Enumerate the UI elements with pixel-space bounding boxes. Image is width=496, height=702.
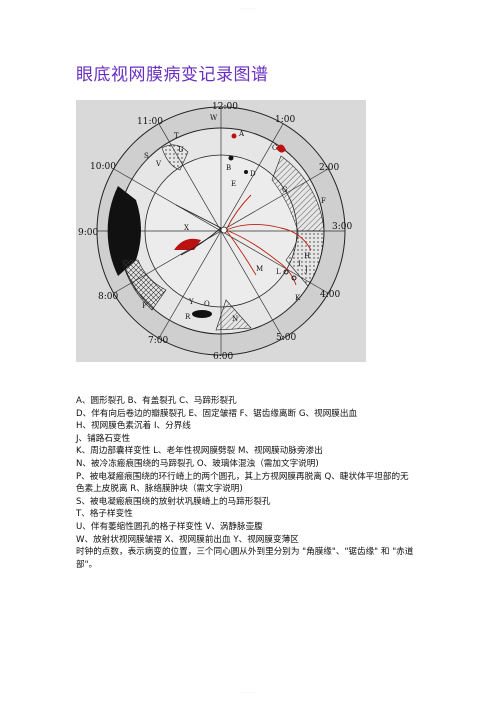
legend-line: H、视网膜色素沉着 I、分界线 <box>76 421 191 432</box>
region-letter-a: A <box>238 130 245 138</box>
region-letter-y: Y <box>188 298 194 306</box>
region-letter-g: G <box>282 186 288 194</box>
fundus-diagram: 12:00 1:00 2:00 3:00 4:00 5:00 6:00 7:00… <box>76 100 366 362</box>
region-letter-j: J <box>304 266 308 274</box>
lesion-k-cyst-1 <box>283 269 289 275</box>
legend-line: A、圆形裂孔 B、有盖裂孔 C、马蹄形裂孔 <box>76 396 237 406</box>
fundus-chart-svg: 12:00 1:00 2:00 3:00 4:00 5:00 6:00 7:00… <box>76 100 366 362</box>
clock-label-8: 8:00 <box>98 292 118 302</box>
lesion-a-hole <box>231 133 237 139</box>
lesion-n-region <box>215 299 252 331</box>
page-header-watermark: · · · · · <box>240 6 256 12</box>
region-letter-w: W <box>210 114 218 122</box>
region-letter-s: S <box>144 152 149 160</box>
clock-label-6: 6:00 <box>213 352 233 362</box>
clock-label-9: 9:00 <box>78 228 98 238</box>
legend-line: N、被冷冻瘢痕围绕的马蹄裂孔 O、玻璃体混浊（需加文字说明) <box>76 458 319 469</box>
lesion-b-hole <box>228 155 234 161</box>
region-letter-p: P <box>142 302 147 310</box>
region-letter-i: I <box>298 260 301 268</box>
region-letter-k: K <box>295 294 301 302</box>
region-letter-o: O <box>204 300 210 308</box>
region-letter-x: X <box>184 224 189 232</box>
clock-labels: 12:00 1:00 2:00 3:00 4:00 5:00 6:00 7:00… <box>78 102 352 362</box>
region-letter-m: M <box>256 265 263 273</box>
region-letter-t: T <box>174 132 179 140</box>
legend-line: U、伴有萎缩性圆孔的格子样变性 V、涡静脉壶腹 <box>76 521 263 532</box>
clock-label-3: 3:00 <box>332 222 352 232</box>
region-letter-v: V <box>155 160 162 168</box>
lesion-c-hole <box>276 144 286 153</box>
region-letter-q: Q <box>124 246 130 254</box>
region-letter-b: B <box>226 164 231 172</box>
clock-label-11: 11:00 <box>137 117 163 127</box>
legend-line: T、格子样变性 <box>76 509 133 520</box>
clock-label-12: 12:00 <box>212 102 238 112</box>
clock-label-10: 10:00 <box>90 162 116 172</box>
clock-label-4: 4:00 <box>320 290 340 300</box>
clock-label-2: 2:00 <box>319 163 339 173</box>
region-letters: W T U A C B D E F G H I J K L M N O P Q … <box>124 114 326 323</box>
legend-line: S、被电凝瘢痕围绕的放射状巩膜嵴上的马蹄形裂孔 <box>76 496 271 507</box>
legend-line: W、放射状视网膜皱褶 X、视网膜前出血 Y、视网膜变薄区 <box>76 534 299 545</box>
lesion-d-hole <box>244 170 248 174</box>
legend-list: A、圆形裂孔 B、有盖裂孔 C、马蹄形裂孔 D、伴有向后卷边的瓣膜裂孔 E、固定… <box>76 395 416 571</box>
region-letter-e: E <box>231 180 236 188</box>
clock-label-5: 5:00 <box>276 333 296 343</box>
region-letter-r: R <box>185 313 191 321</box>
optic-disc <box>220 226 228 234</box>
legend-line: P、被电凝瘢痕围绕的环行嵴上的两个圆孔，其上方视网膜再脱离 Q、睫状体平坦部的无… <box>76 471 409 495</box>
page-footer-watermark: · · · · · <box>240 690 256 696</box>
lesion-o-opacity <box>192 310 212 318</box>
region-letter-n: N <box>232 315 238 323</box>
legend-line: K、周边部囊样变性 L、老年性视网膜劈裂 M、视网膜动脉旁渗出 <box>76 446 323 457</box>
lesion-lattice-region <box>121 259 167 311</box>
legend-note: 时钟的点数，表示病变的位置，三个同心圆从外到里分别为 "角膜缘"、"锯齿缘" 和… <box>76 547 414 570</box>
lesion-dotted-region <box>285 230 325 287</box>
lesion-k-cyst-2 <box>291 275 297 281</box>
region-letter-h: H <box>304 252 310 260</box>
lesion-s-region <box>161 144 189 171</box>
region-letter-c: C <box>272 144 277 152</box>
region-letter-d: D <box>250 170 256 178</box>
clock-label-7: 7:00 <box>148 336 168 346</box>
legend-line: D、伴有向后卷边的瓣膜裂孔 E、固定皱褶 F、锯齿缘离断 G、视网膜出血 <box>76 408 358 419</box>
region-letter-f: F <box>321 197 326 205</box>
region-letter-l: L <box>276 268 281 276</box>
clock-label-1: 1:00 <box>275 115 295 125</box>
legend-line: J、铺路石变性 <box>76 433 131 444</box>
page-title: 眼底视网膜病变记录图谱 <box>76 65 269 85</box>
retinal-veins <box>175 204 222 256</box>
region-letter-u: U <box>178 146 184 154</box>
lesion-dark-mass <box>107 186 141 276</box>
